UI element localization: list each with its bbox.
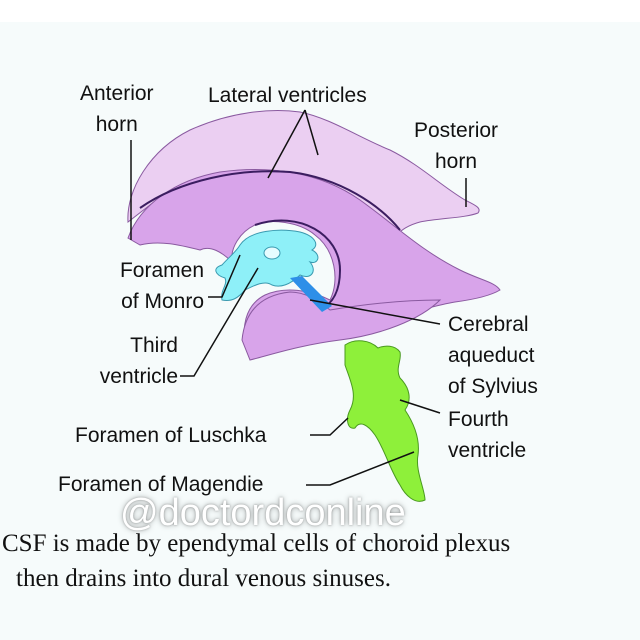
- label-third-ventricle: Third ventricle: [100, 330, 178, 392]
- inner-arc: [254, 219, 342, 311]
- fourth-ventricle: [344, 340, 426, 502]
- label-line: Fourth: [448, 408, 509, 431]
- top-margin: [0, 0, 640, 22]
- label-foramen-magendie: Foramen of Magendie: [58, 473, 264, 496]
- label-posterior-horn: Posterior horn: [414, 115, 498, 177]
- label-line: Anterior: [80, 82, 154, 105]
- caption-line-1: CSF is made by ependymal cells of choroi…: [2, 530, 511, 557]
- label-cerebral-aqueduct: Cerebral aqueduct of Sylvius: [448, 309, 538, 402]
- lateral-ventricle-divider: [139, 170, 401, 231]
- label-line: Posterior: [414, 119, 499, 142]
- label-line: horn: [95, 113, 138, 136]
- label-line: Third: [130, 334, 178, 357]
- label-anterior-horn: Anterior horn: [80, 78, 154, 140]
- label-line: of Monro: [121, 290, 204, 313]
- label-line: ventricle: [448, 439, 527, 462]
- label-line: of Sylvius: [448, 375, 538, 398]
- leader-lines: [130, 109, 467, 486]
- label-line: ventricle: [99, 365, 178, 388]
- label-fourth-ventricle: Fourth ventricle: [448, 404, 526, 466]
- caption-line-2: then drains into dural venous sinuses.: [16, 565, 391, 592]
- label-line: horn: [435, 150, 478, 173]
- temporal-horn: [241, 291, 442, 361]
- interthalamic-adhesion: [263, 246, 281, 260]
- third-ventricle: [215, 229, 319, 301]
- watermark: @doctordconline: [120, 492, 406, 534]
- label-line: Foramen: [119, 259, 204, 282]
- label-line: aqueduct: [448, 344, 535, 367]
- label-foramen-luschka: Foramen of Luschka: [75, 424, 267, 447]
- label-foramen-monro: Foramen of Monro: [120, 255, 204, 317]
- label-lateral-ventricles: Lateral ventricles: [208, 84, 367, 107]
- cerebral-aqueduct: [290, 276, 332, 312]
- label-line: Cerebral: [448, 313, 529, 336]
